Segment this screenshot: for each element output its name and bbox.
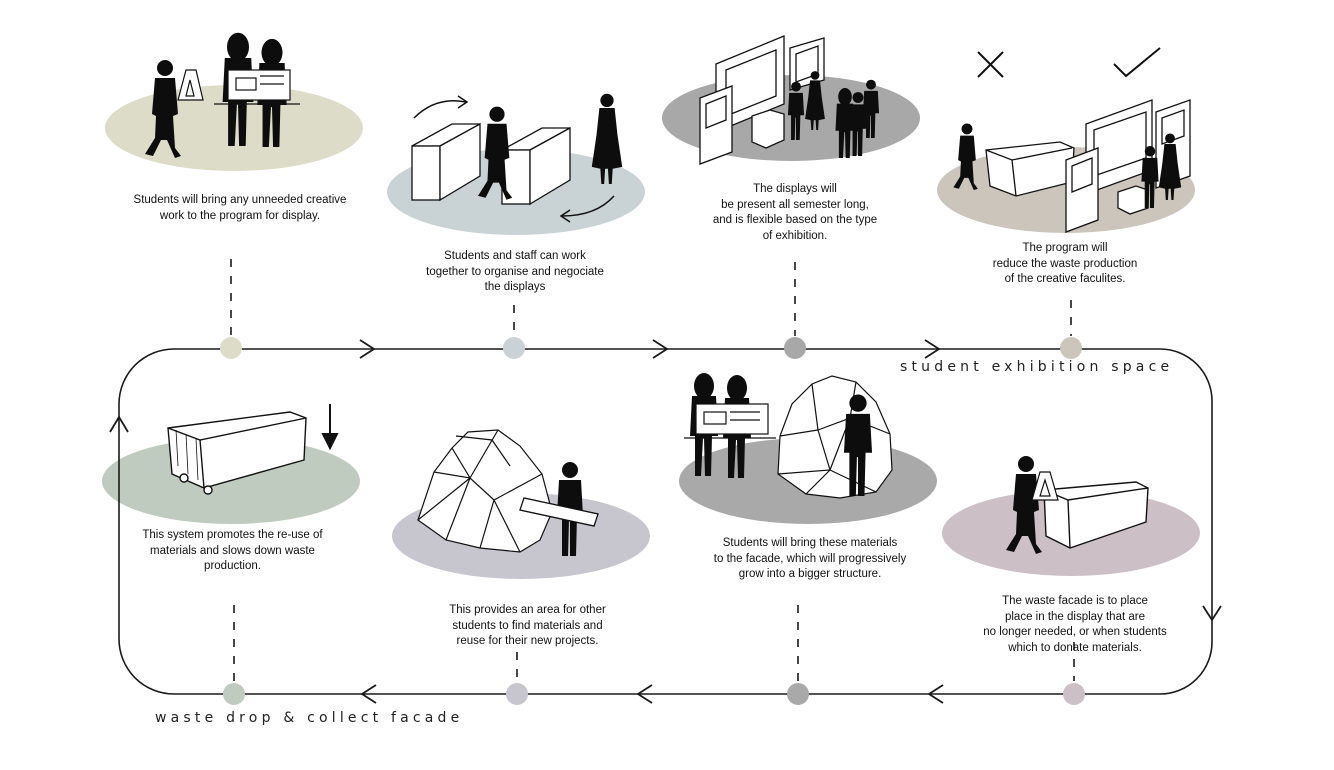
arrow-left-icon [927, 684, 944, 704]
arrow-right-icon [359, 339, 376, 359]
step-dot [223, 683, 245, 705]
step-dots [220, 337, 1085, 705]
step-dot [784, 337, 806, 359]
arrow-up-icon [109, 415, 129, 433]
students-bringing-work-illustration [145, 32, 300, 158]
step-dot [506, 683, 528, 705]
cross-icon [977, 51, 1004, 78]
step-dot [503, 337, 525, 359]
step-caption: This provides an area for other students… [449, 604, 606, 647]
exhibition-space-label: student exhibition space [900, 359, 1174, 375]
step-caption: Students will bring these materials to t… [713, 537, 907, 580]
reduce-waste-illustration [953, 47, 1191, 233]
check-icon [1113, 47, 1161, 78]
step-dot [787, 683, 809, 705]
step-caption: The program will reduce the waste produc… [992, 242, 1138, 285]
cycle-track [118, 348, 1213, 695]
step-dot [1063, 683, 1085, 705]
organise-displays-illustration [411, 93, 623, 223]
step-caption: The displays will be present all semeste… [712, 183, 878, 242]
step-dot [220, 337, 242, 359]
container-reuse-illustration [167, 404, 339, 495]
flow-arrows [109, 339, 1222, 704]
arrow-left-icon [636, 684, 653, 704]
arrow-right-icon [924, 339, 941, 359]
arrow-right-icon [652, 339, 669, 359]
arrow-down-icon [1202, 605, 1222, 622]
arrow-left-icon [360, 684, 377, 704]
step-caption: The waste facade is to place place in th… [983, 595, 1167, 654]
step-caption: Students and staff can work together to … [426, 250, 604, 293]
step-dot [1060, 337, 1082, 359]
waste-facade-drop-illustration [1006, 456, 1149, 554]
waste-facade-label: waste drop & collect facade [155, 710, 464, 726]
dashed-connectors [230, 259, 1075, 681]
material-pile-illustration [417, 429, 599, 556]
facade-growth-illustration [684, 373, 893, 499]
step-caption: This system promotes the re-use of mater… [142, 529, 323, 572]
exhibition-displays-illustration [699, 35, 880, 165]
down-arrow-icon [321, 404, 339, 451]
step-caption: Students will bring any unneeded creativ… [133, 194, 347, 222]
